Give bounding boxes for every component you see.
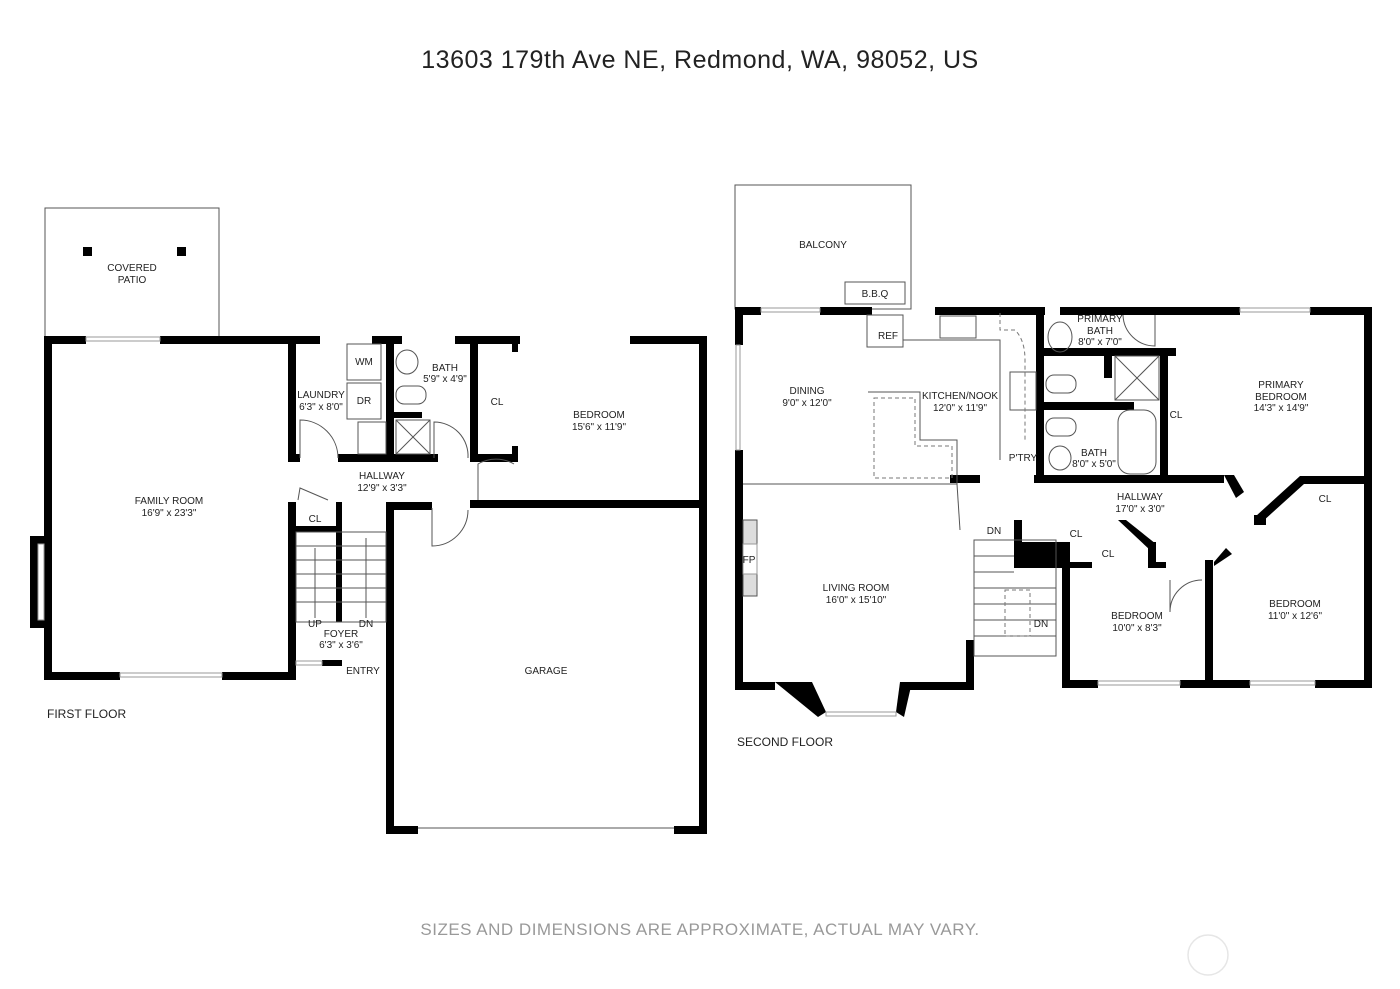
room-label: CL (1070, 529, 1083, 540)
room-label: LAUNDRY (297, 390, 345, 401)
appliance-label: DR (357, 396, 371, 407)
room-label: CL (491, 397, 504, 408)
toilet (395, 385, 427, 405)
toilet (1045, 374, 1077, 394)
room-label: FOYER (324, 629, 358, 640)
room-label: BEDROOM (1269, 599, 1321, 610)
room-dimensions: 8'0" x 7'0" (1078, 337, 1122, 348)
room-label: CL (1102, 549, 1115, 560)
floor-label: SECOND FLOOR (737, 735, 833, 749)
room-dimensions: 5'9" x 4'9" (423, 374, 467, 385)
room-label: HALLWAY (359, 471, 405, 482)
room-dimensions: 12'0" x 11'9" (933, 403, 988, 414)
room-label: PRIMARY (1077, 314, 1123, 325)
room-label: CL (1319, 494, 1332, 505)
room-label: BATH (1081, 448, 1107, 459)
shower (395, 419, 431, 455)
room-label: LIVING ROOM (823, 583, 890, 594)
first-floor-labels: COVERED PATIO FAMILY ROOM 16'9" x 23'3" … (47, 263, 626, 721)
second-floor-walls (735, 307, 1372, 717)
room-label: KITCHEN/NOOK (922, 391, 998, 402)
watermark-logo (1187, 934, 1229, 976)
room-label: FAMILY ROOM (135, 496, 204, 507)
disclaimer-text: SIZES AND DIMENSIONS ARE APPROXIMATE, AC… (420, 920, 980, 939)
room-label: BATH (1087, 326, 1113, 337)
room-label: COVERED (107, 263, 156, 274)
appliance-label: WM (355, 357, 373, 368)
stair-down-label: DN (359, 619, 373, 630)
stair-up-label: UP (308, 619, 322, 630)
kitchen-sink (939, 315, 977, 339)
room-label: PATIO (118, 275, 147, 286)
first-floor-plan: COVERED PATIO FAMILY ROOM 16'9" x 23'3" … (30, 207, 707, 834)
dryer (346, 382, 382, 420)
stairs (295, 531, 387, 623)
room-dimensions: 16'0" x 15'10" (826, 595, 887, 606)
second-floor-fixtures (735, 307, 1316, 717)
room-label: BATH (432, 363, 458, 374)
washer (346, 343, 382, 381)
patio-post (83, 247, 92, 256)
stair-down-label: DN (987, 526, 1001, 537)
appliance-label: REF (878, 331, 898, 342)
room-label: HALLWAY (1117, 492, 1163, 503)
room-label: BALCONY (799, 240, 847, 251)
sink (1047, 321, 1073, 353)
room-label: CL (1170, 410, 1183, 421)
room-dimensions: 14'3" x 14'9" (1254, 403, 1309, 414)
room-label: P'TRY (1009, 453, 1038, 464)
room-dimensions: 8'0" x 5'0" (1072, 459, 1116, 470)
room-dimensions: 16'9" x 23'3" (142, 508, 197, 519)
room-label: DINING (790, 386, 825, 397)
refrigerator (866, 314, 904, 348)
entry-label: ENTRY (346, 666, 380, 677)
room-dimensions: 12'9" x 3'3" (357, 483, 407, 494)
room-dimensions: 15'6" x 11'9" (572, 422, 627, 433)
stairs (973, 539, 1057, 657)
room-dimensions: 10'0" x 8'3" (1112, 623, 1162, 634)
room-dimensions: 9'0" x 12'0" (782, 398, 832, 409)
first-floor-fixtures (37, 336, 674, 829)
second-floor-plan: BALCONY B.B.Q REF DINING 9'0" x 12'0" KI… (734, 184, 1372, 749)
bath-sink (395, 349, 419, 375)
floor-label: FIRST FLOOR (47, 707, 126, 721)
room-label: GARAGE (525, 666, 568, 677)
shower (1114, 355, 1160, 401)
room-dimensions: 6'3" x 3'6" (319, 640, 363, 651)
sink (1048, 445, 1072, 471)
fireplace-label: FP (743, 555, 756, 566)
first-floor-walls (30, 336, 707, 834)
second-floor-labels: BALCONY B.B.Q REF DINING 9'0" x 12'0" KI… (737, 240, 1332, 749)
room-dimensions: 17'0" x 3'0" (1115, 504, 1165, 515)
stove (1009, 371, 1037, 411)
room-label: BEDROOM (573, 410, 625, 421)
room-label: BEDROOM (1255, 392, 1307, 403)
bbq (844, 281, 906, 305)
bathtub (1117, 409, 1157, 475)
appliance-label: B.B.Q (862, 289, 889, 300)
room-dimensions: 6'3" x 8'0" (299, 402, 343, 413)
property-address-title: 13603 179th Ave NE, Redmond, WA, 98052, … (421, 46, 979, 74)
room-dimensions: 11'0" x 12'6" (1268, 611, 1323, 622)
toilet (1045, 417, 1077, 437)
stair-down-label: DN (1034, 619, 1048, 630)
room-label: PRIMARY (1258, 380, 1304, 391)
room-label: BEDROOM (1111, 611, 1163, 622)
room-label: CL (309, 514, 322, 525)
patio-post (177, 247, 186, 256)
laundry-sink (357, 421, 387, 455)
